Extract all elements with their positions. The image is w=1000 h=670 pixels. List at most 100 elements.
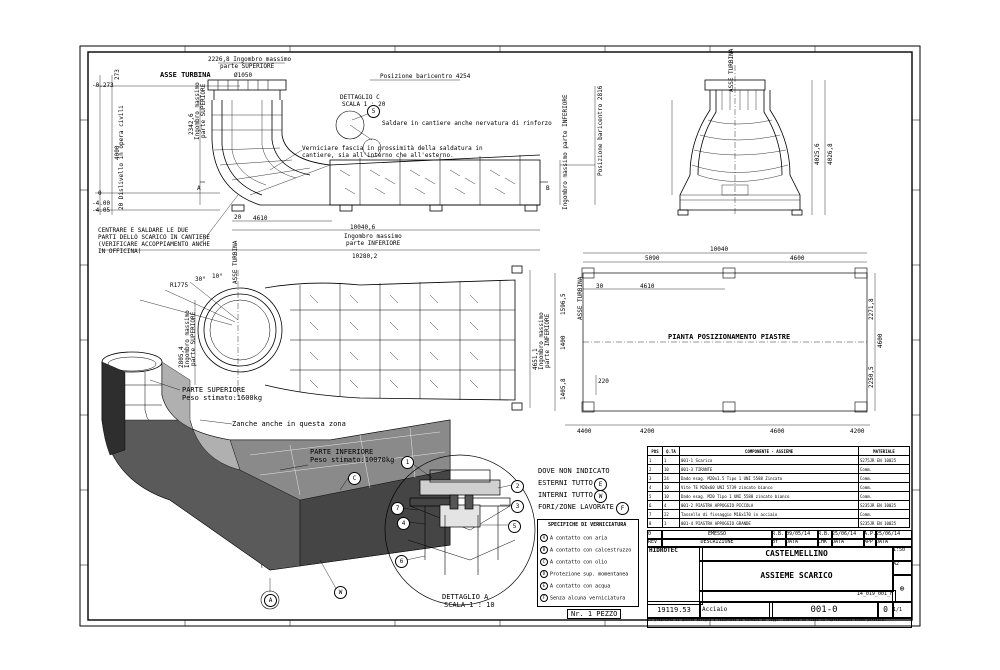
note-centrare-1: CENTRARE E SALDARE LE DUE bbox=[98, 227, 189, 234]
note-centrare-2: PARTI DELLO SCARICO IN CANTIERE bbox=[98, 234, 210, 241]
side-dim-4610: 4610 bbox=[253, 215, 268, 222]
top-plan-view bbox=[139, 265, 531, 411]
title-block: 0 EMESSO R.B. 09/05/14 R.B. 25/06/14 A.P… bbox=[647, 530, 912, 628]
plan-bottom-dim-2: 4200 bbox=[640, 428, 655, 435]
front-elevation-view bbox=[671, 65, 826, 216]
detail-a-callout-7: 7 bbox=[391, 502, 404, 515]
plan-dim-10040: 10040 bbox=[710, 246, 729, 253]
tb-chk: CHK bbox=[817, 538, 833, 548]
front-dim-4026: 4026,8 bbox=[827, 143, 834, 165]
level-405: -4.05 bbox=[92, 207, 111, 214]
note-centrare-4: IN OFFICINA) bbox=[98, 248, 142, 255]
detail-a-callout-1: 1 bbox=[401, 456, 414, 469]
iso-zanche: Zanche anche in questa zona bbox=[232, 420, 346, 428]
tb-material: Acciaio bbox=[699, 601, 773, 619]
detail-a-callout-4: 4 bbox=[397, 517, 410, 530]
bom-header-row: POS Q.TA COMPONENTE - ASSIEME MATERIALE bbox=[647, 446, 910, 456]
note-saldare: Saldare in cantiere anche nervatura di r… bbox=[382, 120, 552, 127]
detail-a-callout-3: 3 bbox=[511, 500, 524, 513]
plan-bottom-dim-4: 4200 bbox=[850, 428, 865, 435]
note-interni-symbol: W bbox=[594, 490, 607, 503]
plan-dim-4610: 4610 bbox=[640, 283, 655, 290]
tb-data-2: DATA bbox=[831, 538, 865, 548]
zone-ticks bbox=[80, 46, 920, 626]
side-ingombro-v3: Ingombro massimo parte INFERIORE bbox=[562, 94, 569, 210]
tb-code: 19119.53 bbox=[647, 601, 701, 619]
tb-descrizione: DESCRIZIONE bbox=[661, 538, 773, 548]
tb-sheet: 1/1 bbox=[892, 601, 912, 619]
tb-file: 14_019_001_F bbox=[699, 590, 896, 603]
top-ingombro2: parte SUPERIORE bbox=[190, 311, 197, 366]
plan-dim-30: 30 bbox=[596, 283, 604, 290]
side-dim-10280: 10280,2 bbox=[352, 253, 378, 260]
plan-dim-1400: 1400 bbox=[560, 335, 567, 350]
plan-dim-1405: 1405,8 bbox=[560, 378, 567, 400]
level-0273: -0.273 bbox=[92, 82, 114, 89]
level-0: 0 bbox=[98, 190, 102, 197]
plan-dim-1596: 1596,5 bbox=[560, 293, 567, 315]
tb-drawing-title: ASSIEME SCARICO bbox=[699, 560, 894, 592]
plan-bottom-dim-3: 4600 bbox=[770, 428, 785, 435]
plan-dim-4600v: 4600 bbox=[877, 333, 884, 348]
detail-a-view bbox=[384, 454, 536, 606]
iso-callout-w: W bbox=[334, 586, 347, 599]
note-centrare-3: (VERIFICARE ACCOPPIAMENTO ANCHE bbox=[98, 241, 210, 248]
detail-a-title: DETTAGLIO A bbox=[442, 593, 489, 601]
tb-date3: 25/06/14 bbox=[875, 530, 912, 540]
note-dove: DOVE NON INDICATO bbox=[538, 467, 610, 475]
side-ingombro-sup2: parte SUPERIORE bbox=[220, 63, 275, 70]
note-fori: FORI/ZONE LAVORATE bbox=[538, 503, 614, 511]
side-callout-5: 5 bbox=[367, 105, 380, 118]
iso-callout-c: C bbox=[348, 472, 361, 485]
side-ingombro-inf: Ingombro massimo bbox=[344, 233, 402, 240]
plan-dim-2250: 2250,5 bbox=[868, 366, 875, 388]
note-verniciare-1: Verniciare fascia in prossimità della sa… bbox=[302, 145, 483, 152]
front-asse-turbina: ASSE TURBINA bbox=[728, 48, 735, 92]
iso-peso-inf: Peso stimato:10070kg bbox=[310, 456, 395, 464]
tb-project: CASTELMELLINO bbox=[699, 546, 894, 562]
level-4: -4.00 bbox=[92, 200, 111, 207]
bom-header-qty: Q.TA bbox=[662, 446, 680, 456]
tb-drawing-no: 001-0 bbox=[769, 601, 879, 619]
top-ingombro4: parte INFERIORE bbox=[544, 313, 551, 368]
note-verniciare-2: cantiere, sia all'interno che all'estern… bbox=[302, 152, 454, 159]
isometric-view bbox=[101, 351, 451, 610]
side-section-a: A bbox=[197, 185, 201, 192]
detail-a-scale: SCALA 1 : 10 bbox=[444, 601, 495, 609]
plan-dim-5090: 5090 bbox=[645, 255, 660, 262]
side-dim-20: 20 bbox=[234, 214, 242, 221]
paint-spec-title: SPECIFICHE DI VERNICIATURA bbox=[548, 522, 627, 528]
side-dim-10040: 10040,6 bbox=[350, 224, 376, 231]
bom-header-pos: POS bbox=[647, 446, 663, 456]
projection-icon: ⊕ bbox=[892, 574, 912, 603]
detail-a-callout-5: 5 bbox=[508, 520, 521, 533]
detail-a-callout-2: 2 bbox=[511, 480, 524, 493]
bom-header-desc: COMPONENTE - ASSIEME bbox=[679, 446, 859, 456]
tb-date1: 09/05/14 bbox=[785, 530, 819, 540]
top-ang10: 10° bbox=[212, 273, 223, 280]
tb-emesso: EMESSO bbox=[661, 530, 773, 540]
bill-of-materials-table: POS Q.TA COMPONENTE - ASSIEME MATERIALE … bbox=[647, 446, 910, 528]
side-section-b: B bbox=[546, 185, 550, 192]
top-r1775: R1775 bbox=[170, 282, 189, 289]
note-fori-symbol: F bbox=[616, 502, 629, 515]
plan-title: PIANTA POSIZIONAMENTO PIASTRE bbox=[668, 333, 791, 341]
tb-ar: A.P. bbox=[863, 530, 877, 540]
tb-rev-label: REV bbox=[647, 538, 663, 548]
plate-layout-plan bbox=[554, 252, 876, 426]
tb-scale: 1:50 bbox=[892, 546, 912, 562]
tb-disclaimer: La proprietà di questo disegno è riserva… bbox=[647, 617, 912, 628]
iso-parte-inf: PARTE INFERIORE bbox=[310, 448, 374, 456]
bom-header-mat: MATERIALE bbox=[858, 446, 910, 456]
side-elevation-view bbox=[95, 62, 596, 251]
